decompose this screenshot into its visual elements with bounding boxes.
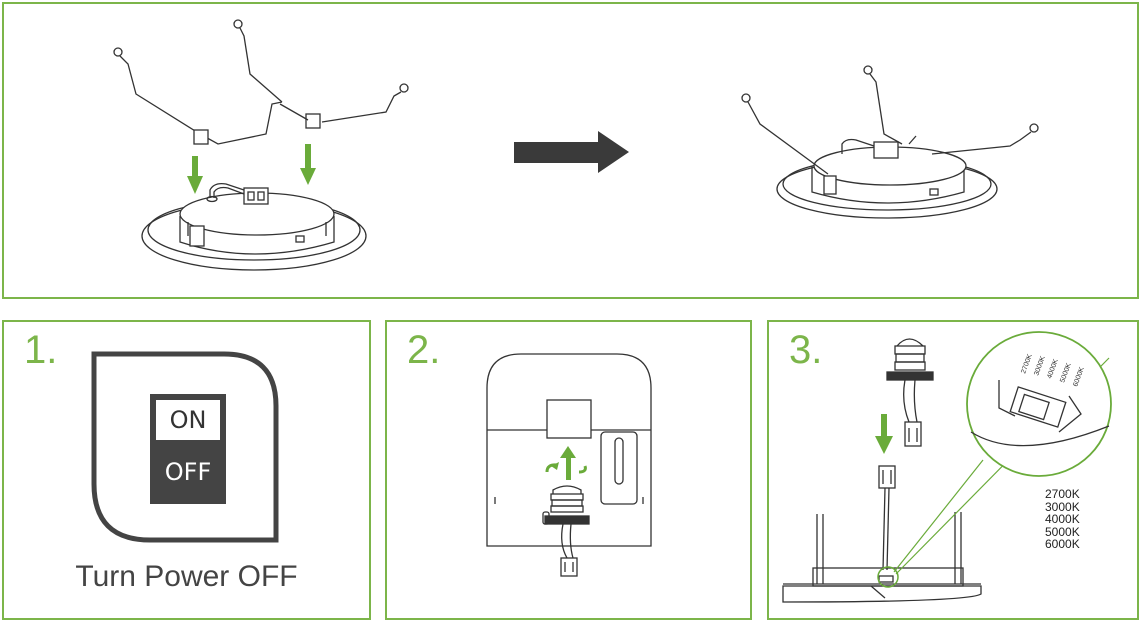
cct-option: 3000K	[1045, 499, 1080, 514]
switch-plate	[91, 351, 279, 543]
cct-option: 6000K	[1045, 537, 1080, 551]
switch-off-label: OFF	[164, 458, 212, 486]
switch-on-label: ON	[169, 406, 207, 434]
bracket-slot	[600, 431, 638, 505]
socket-removal-illustration	[486, 353, 652, 577]
e26-socket	[542, 485, 590, 577]
cct-option: 4000K	[1045, 512, 1080, 526]
turn-power-off-caption: Turn Power OFF	[75, 560, 298, 593]
fixture-side-view	[782, 465, 982, 603]
cct-option: 2700K	[1045, 487, 1080, 501]
socket-mount	[546, 399, 592, 439]
cct-option: 5000K	[1045, 524, 1080, 539]
step-number: 1.	[24, 328, 58, 372]
fixture-housing	[486, 353, 652, 547]
step-1-panel: 1. ON OFF Turn Power OFF	[2, 320, 371, 620]
downlight-after	[741, 65, 1039, 219]
assembly-overview-illustration	[113, 19, 1039, 271]
switch-on-area	[156, 400, 220, 440]
assembly-overview-panel	[2, 2, 1139, 299]
down-arrows-green	[187, 144, 316, 194]
step-2-panel: 2.	[385, 320, 752, 620]
e26-adapter	[886, 338, 934, 447]
down-arrow-green	[875, 414, 893, 454]
cct-options-list: 2700K 3000K 4000K 5000K 6000K	[1045, 488, 1080, 551]
process-arrow	[514, 131, 629, 173]
rotate-up-arrow	[545, 446, 587, 480]
power-switch-illustration	[91, 351, 279, 543]
connect-and-cct-illustration: 2700K 3000K 4000K 5000K 6000K	[782, 331, 1112, 603]
step-3-panel: 3.	[767, 320, 1139, 620]
torsion-springs-left	[113, 19, 409, 145]
step-number: 2.	[407, 328, 441, 372]
step-number: 3.	[789, 328, 823, 372]
magnifier-callout	[893, 331, 1112, 575]
downlight-before	[141, 182, 367, 271]
